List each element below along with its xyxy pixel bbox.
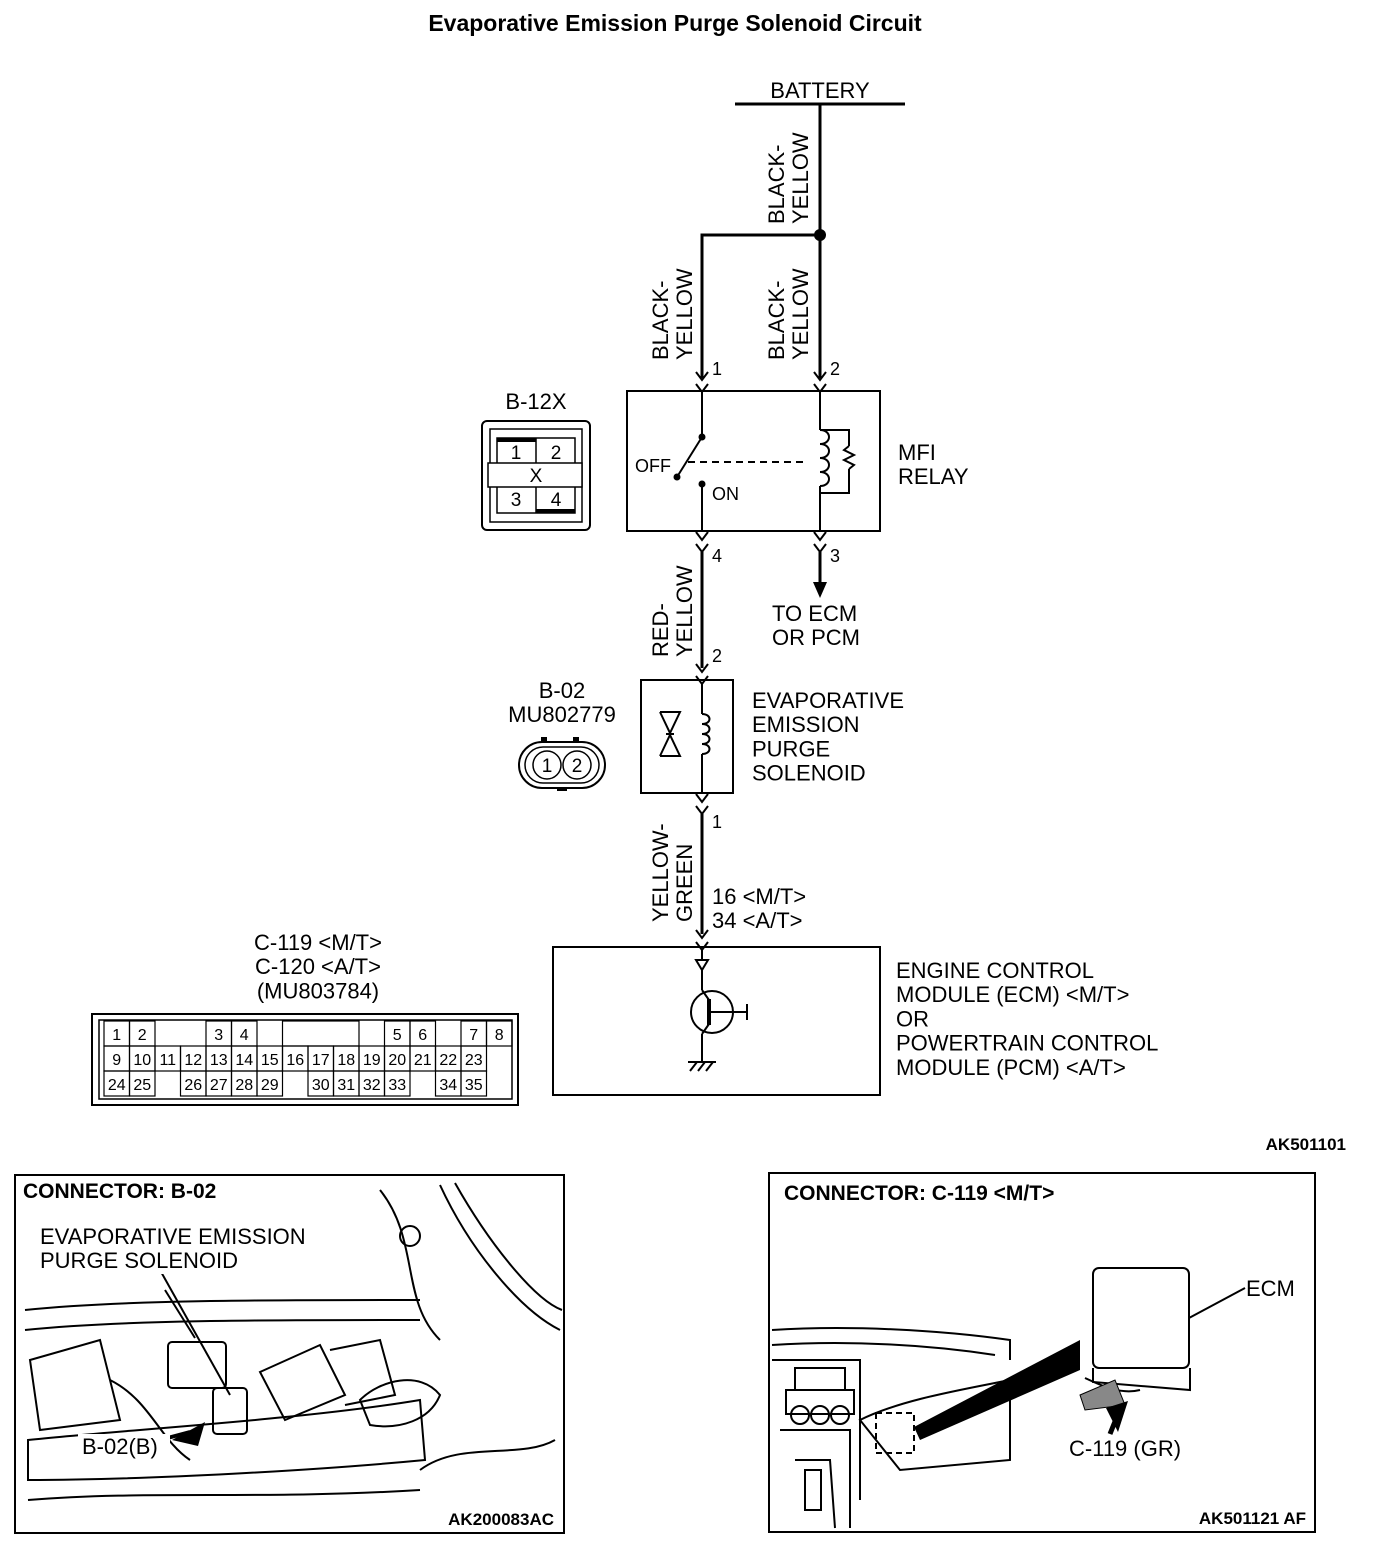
relay-switch-off: OFF [635, 456, 671, 476]
ecm-connector-pin: 5 [393, 1027, 402, 1044]
relay-pin-4: 4 [712, 546, 722, 566]
ecm-connector-pin: 14 [235, 1052, 253, 1069]
solenoid-pin-1: 1 [712, 812, 722, 832]
wire-label-battery-feed: BLACK-YELLOW [764, 132, 813, 224]
diagram-title: Evaporative Emission Purge Solenoid Circ… [428, 10, 922, 36]
panel-left-code: AK200083AC [448, 1510, 554, 1529]
ecm-connector-pin: 16 [286, 1052, 304, 1069]
ecm-connector-pin: 8 [495, 1027, 504, 1044]
panel-left-callout: B-02(B) [82, 1434, 158, 1459]
ecm-connector-pin: 17 [312, 1052, 330, 1069]
purge-solenoid [640, 679, 734, 794]
ecm-connector-pin: 19 [363, 1052, 381, 1069]
ecm-connector-pin: 28 [235, 1077, 253, 1094]
mfi-relay [626, 390, 881, 532]
wire-label-solenoid-to-ecm: YELLOW-GREEN [648, 823, 697, 922]
panel-right-callout: C-119 (GR) [1069, 1436, 1181, 1461]
solenoid-connector-face: 1 2 [518, 737, 606, 791]
solenoid-pin-2: 2 [712, 646, 722, 666]
wire-label-relay-pin1: BLACK-YELLOW [648, 268, 697, 360]
relay-pin-2: 2 [830, 359, 840, 379]
ecm-connector-pin: 20 [388, 1052, 406, 1069]
ecm-connector-pin: 10 [133, 1052, 151, 1069]
ecm-connector-cell [383, 1070, 411, 1097]
solenoid-part-number: MU802779 [508, 702, 616, 727]
ecm-connector-pin: 1 [112, 1027, 121, 1044]
relay-pin-3: 3 [830, 546, 840, 566]
panel-left-title: CONNECTOR: B-02 [23, 1180, 216, 1203]
solenoid-face-pin1: 1 [542, 756, 553, 777]
ecm-connector-pin: 31 [337, 1077, 355, 1094]
ecm-connector-cell [128, 1070, 156, 1097]
relay-face-pin1: 1 [511, 443, 522, 464]
ecm-connector-pin: 4 [240, 1027, 249, 1044]
ecm-connector-cell [256, 1070, 284, 1097]
ecm-connector-cell [460, 1070, 488, 1097]
relay-face-pin4: 4 [551, 490, 562, 511]
ecm-connector-pin: 9 [112, 1052, 121, 1069]
relay-pin-1: 1 [712, 359, 722, 379]
ecm-connector-pin: 34 [439, 1077, 457, 1094]
ecm-connector-pin: 24 [108, 1077, 126, 1094]
ecm-connector-pin: 30 [312, 1077, 330, 1094]
ecm-box [552, 946, 881, 1096]
ecm-connector-cell [485, 1020, 513, 1047]
ecm-pin-label: 16 <M/T>34 <A/T> [712, 884, 806, 933]
relay-connector-face: 1 2 X 3 4 [481, 420, 591, 531]
ecm-connector-pin: 7 [469, 1027, 478, 1044]
relay-face-pin3: 3 [511, 490, 522, 511]
panel-right-ecm-label: ECM [1246, 1276, 1295, 1301]
panel-right-code: AK501121 AF [1199, 1509, 1306, 1528]
ecm-connector-pin: 15 [261, 1052, 279, 1069]
ecm-connector-pin: 27 [210, 1077, 228, 1094]
ecm-connector-pin: 18 [337, 1052, 355, 1069]
ecm-connector-label: C-119 <M/T>C-120 <A/T>(MU803784) [254, 930, 382, 1003]
ecm-connector-pin: 32 [363, 1077, 381, 1094]
diagram-code: AK501101 [1266, 1135, 1346, 1154]
wire-label-relay-to-solenoid: RED-YELLOW [648, 565, 697, 657]
ecm-connector-pin: 6 [418, 1027, 427, 1044]
ecm-connector-key [281, 1020, 360, 1047]
solenoid-face-pin2: 2 [572, 756, 583, 777]
ecm-connector-pin: 33 [388, 1077, 406, 1094]
ecm-connector-pin: 2 [138, 1027, 147, 1044]
ecm-connector-pin: 21 [414, 1052, 432, 1069]
relay-face-x: X [530, 466, 543, 487]
ecm-connector-pin: 25 [133, 1077, 151, 1094]
ecm-connector-pin: 12 [184, 1052, 202, 1069]
relay-switch-on: ON [712, 484, 739, 504]
ecm-connector-pin: 23 [465, 1052, 483, 1069]
wire-label-relay-pin2: BLACK-YELLOW [764, 268, 813, 360]
ecm-connector-pin: 26 [184, 1077, 202, 1094]
ecm-connector-pin: 11 [159, 1052, 176, 1069]
solenoid-connector-label: B-02 [539, 678, 585, 703]
panel-right-title: CONNECTOR: C-119 <M/T> [784, 1182, 1054, 1205]
ecm-connector-pin: 3 [214, 1027, 223, 1044]
battery-label: BATTERY [770, 78, 870, 103]
ecm-connector-pin: 13 [210, 1052, 228, 1069]
connector-c119-panel: CONNECTOR: C-119 <M/T> ECM C-119 (GR) [768, 1172, 1316, 1533]
relay-face-pin2: 2 [551, 443, 562, 464]
relay-connector-label: B-12X [505, 389, 566, 414]
ecm-connector-pin: 29 [261, 1077, 279, 1094]
ecm-connector-pin: 35 [465, 1077, 483, 1094]
ecm-connector-pin: 22 [439, 1052, 457, 1069]
